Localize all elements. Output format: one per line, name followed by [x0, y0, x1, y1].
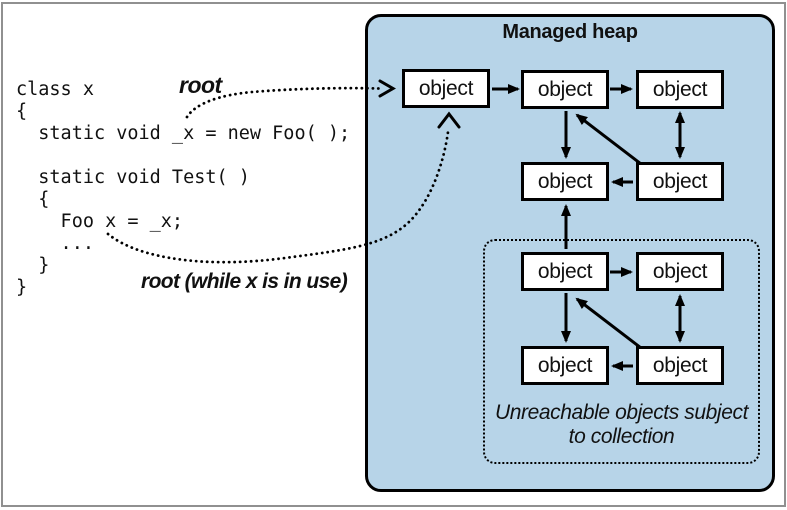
code-line: {: [16, 101, 28, 122]
root-while-label: root (while x is in use): [141, 270, 348, 293]
code-line: ...: [16, 233, 94, 254]
object-box-root: object: [402, 69, 490, 108]
object-box-unreach-2: object: [636, 252, 724, 291]
code-line: class x: [16, 79, 94, 100]
object-box-unreach-4: object: [636, 346, 724, 385]
code-line: }: [16, 277, 28, 298]
object-box-unreach-3: object: [521, 346, 609, 385]
object-box-top-middle: object: [521, 70, 609, 109]
code-snippet: class x{ static void _x = new Foo( ); st…: [16, 79, 350, 299]
unreachable-caption-line1: Unreachable objects subject: [494, 401, 749, 424]
root-label: root: [179, 72, 222, 98]
object-box-top-right: object: [636, 70, 724, 109]
object-box-mid-right: object: [636, 162, 724, 201]
object-box-unreach-1: object: [521, 252, 609, 291]
code-line: static void Test( ): [16, 167, 250, 188]
heap-title: Managed heap: [502, 21, 638, 43]
code-line: Foo x = _x;: [16, 211, 184, 232]
code-line: }: [16, 255, 50, 276]
object-box-mid-left: object: [521, 162, 609, 201]
code-line: static void _x = new Foo( );: [16, 123, 351, 144]
code-line: [16, 145, 350, 167]
code-line: {: [16, 189, 50, 210]
unreachable-caption: Unreachable objects subject to collectio…: [483, 401, 760, 449]
unreachable-region: [483, 239, 760, 464]
unreachable-caption-line2: to collection: [568, 425, 675, 448]
